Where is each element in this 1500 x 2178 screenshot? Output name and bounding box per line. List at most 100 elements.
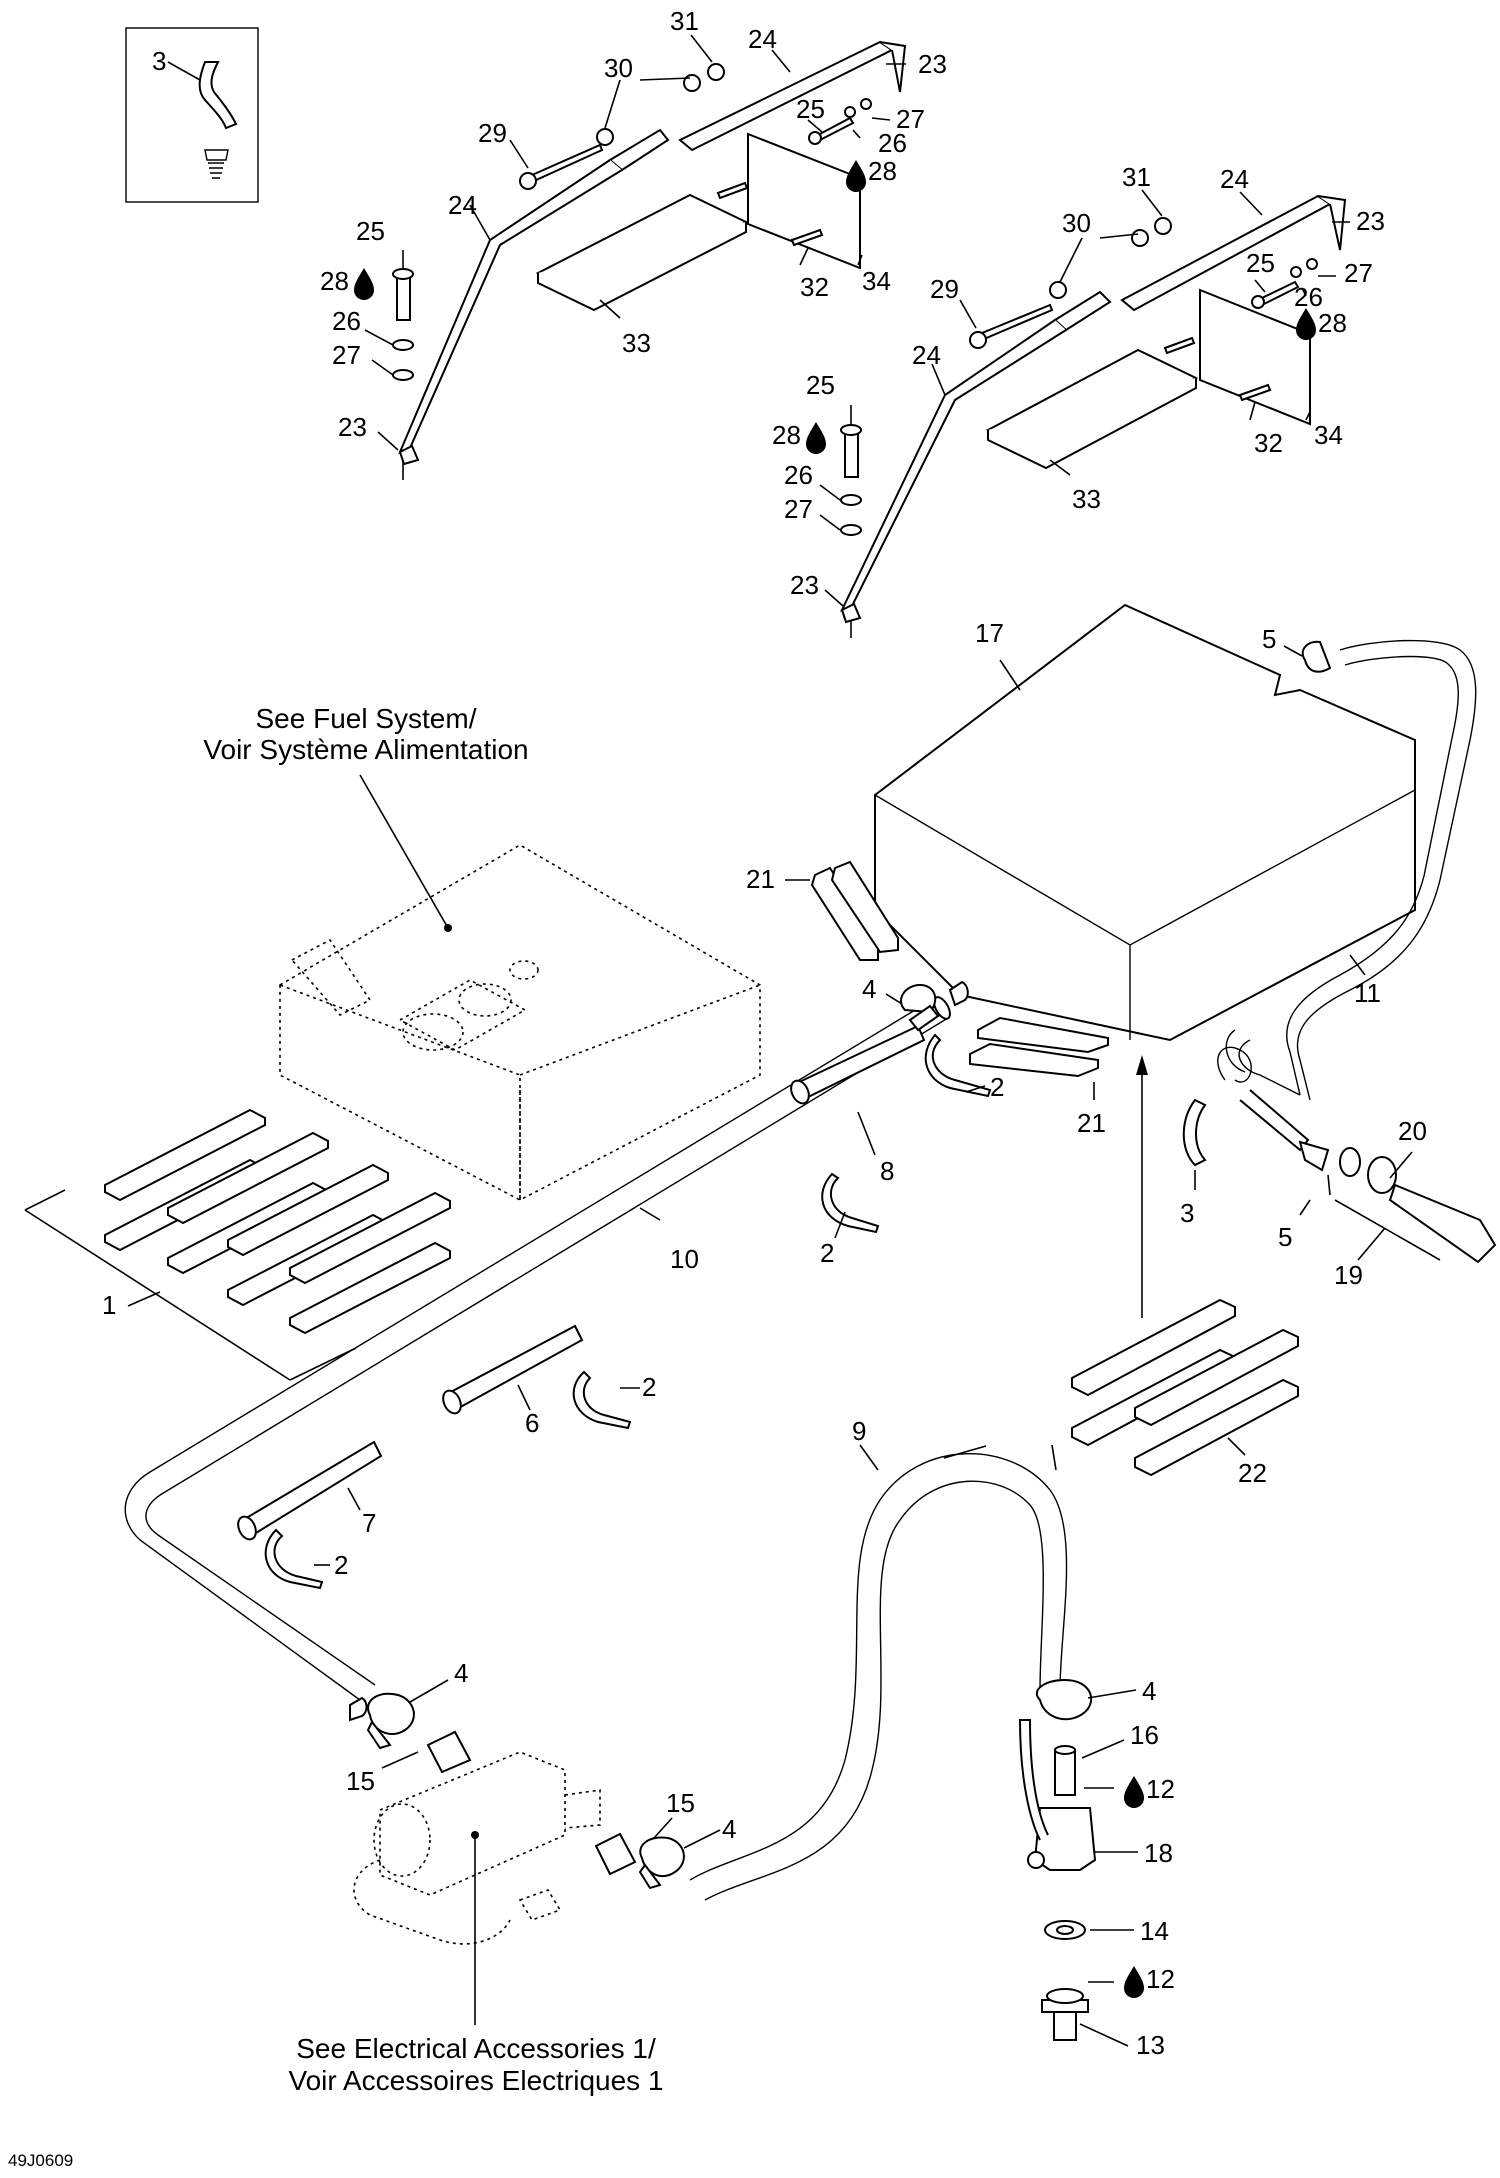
fitting-4-top: 4 bbox=[862, 974, 969, 1032]
label-32-b: 32 bbox=[1254, 428, 1283, 458]
label-30-a: 30 bbox=[604, 53, 633, 83]
label-21-b: 21 bbox=[1077, 1108, 1106, 1138]
label-2-b: 2 bbox=[820, 1238, 834, 1268]
drop-icon bbox=[354, 268, 374, 300]
label-23-c: 23 bbox=[1356, 206, 1385, 236]
hose-6: 6 bbox=[442, 1324, 584, 1438]
drop-icon bbox=[806, 422, 826, 454]
label-34-b: 34 bbox=[1314, 420, 1343, 450]
label-28-b: 28 bbox=[320, 266, 349, 296]
label-26-c: 26 bbox=[1294, 282, 1323, 312]
label-6: 6 bbox=[525, 1408, 539, 1438]
inset-box: 3 bbox=[125, 27, 259, 203]
label-14: 14 bbox=[1140, 1916, 1169, 1946]
drawing-code: 49J0609 bbox=[8, 2151, 73, 2170]
label-21-a: 21 bbox=[746, 864, 775, 894]
label-32-a: 32 bbox=[800, 272, 829, 302]
label-3: 3 bbox=[1180, 1198, 1194, 1228]
note-fuel-system-line2: Voir Système Alimentation bbox=[203, 734, 528, 765]
label-4-b: 4 bbox=[454, 1658, 468, 1688]
note-fuel-system-line1: See Fuel System/ bbox=[256, 703, 477, 734]
label-30-b: 30 bbox=[1062, 208, 1091, 238]
label-18: 18 bbox=[1144, 1838, 1173, 1868]
label-33-a: 33 bbox=[622, 328, 651, 358]
label-7: 7 bbox=[362, 1508, 376, 1538]
screw-icon bbox=[204, 149, 229, 179]
label-4-c: 4 bbox=[1142, 1676, 1156, 1706]
label-26-a: 26 bbox=[878, 128, 907, 158]
label-27-c: 27 bbox=[1344, 258, 1373, 288]
bracket-assembly-left: 31 24 23 30 25 27 26 29 28 24 25 28 26 2… bbox=[320, 6, 947, 480]
label-12-a: 12 bbox=[1146, 1774, 1175, 1804]
label-25-a: 25 bbox=[796, 94, 825, 124]
label-29-a: 29 bbox=[478, 118, 507, 148]
drop-icon bbox=[846, 160, 866, 192]
drop-icon bbox=[1124, 1776, 1144, 1808]
label-4-a: 4 bbox=[862, 974, 876, 1004]
bracket-assembly-right: 31 24 23 30 25 27 26 29 28 24 25 28 26 2… bbox=[772, 162, 1385, 638]
label-3-inset: 3 bbox=[152, 46, 166, 76]
clamps-2: 2 2 2 2 bbox=[264, 1033, 1004, 1590]
label-27-a: 27 bbox=[896, 104, 925, 134]
hose-10: 10 bbox=[124, 996, 951, 1701]
tank-17: 17 bbox=[874, 603, 1416, 1042]
label-2-c: 2 bbox=[642, 1372, 656, 1402]
label-23-d: 23 bbox=[790, 570, 819, 600]
filler-assembly: 5 20 19 3 bbox=[1180, 1046, 1497, 1290]
arrow-up bbox=[1136, 1055, 1148, 1318]
label-24-c: 24 bbox=[1220, 164, 1249, 194]
note-electrical-line1: See Electrical Accessories 1/ bbox=[296, 2033, 656, 2064]
drop-icon bbox=[1124, 1966, 1144, 1998]
label-9: 9 bbox=[852, 1416, 866, 1446]
label-1: 1 bbox=[102, 1290, 116, 1320]
hose-9: 9 bbox=[689, 1416, 1068, 1901]
label-27-d: 27 bbox=[784, 494, 813, 524]
hose-11: 11 bbox=[1225, 639, 1477, 1101]
label-24-b: 24 bbox=[448, 190, 477, 220]
lower-right-connectors: 15 4 bbox=[594, 1788, 736, 1890]
label-25-b: 25 bbox=[356, 216, 385, 246]
label-13: 13 bbox=[1136, 2030, 1165, 2060]
drop-icon bbox=[1296, 308, 1316, 340]
label-25-c: 25 bbox=[1246, 248, 1275, 278]
label-12-b: 12 bbox=[1146, 1964, 1175, 1994]
valve-stack: 4 16 12 18 14 12 13 bbox=[1018, 1676, 1175, 2060]
label-16: 16 bbox=[1130, 1720, 1159, 1750]
label-28-c: 28 bbox=[1318, 308, 1347, 338]
label-11: 11 bbox=[1354, 978, 1381, 1008]
label-15-b: 15 bbox=[666, 1788, 695, 1818]
label-4-d: 4 bbox=[722, 1814, 736, 1844]
label-5-b: 5 bbox=[1278, 1222, 1292, 1252]
label-2-d: 2 bbox=[334, 1550, 348, 1580]
label-28-a: 28 bbox=[868, 156, 897, 186]
label-34-a: 34 bbox=[862, 266, 891, 296]
label-28-d: 28 bbox=[772, 420, 801, 450]
hose-8: 8 bbox=[790, 1024, 926, 1186]
label-23-a: 23 bbox=[918, 49, 947, 79]
label-20: 20 bbox=[1398, 1116, 1427, 1146]
label-27-b: 27 bbox=[332, 340, 361, 370]
label-5-a: 5 bbox=[1262, 624, 1276, 654]
label-33-b: 33 bbox=[1072, 484, 1101, 514]
label-2-a: 2 bbox=[990, 1072, 1004, 1102]
label-19: 19 bbox=[1334, 1260, 1363, 1290]
label-29-b: 29 bbox=[930, 274, 959, 304]
label-17: 17 bbox=[975, 618, 1004, 648]
pads-21: 21 21 bbox=[746, 860, 1109, 1138]
lower-left-connectors: 4 15 bbox=[346, 1658, 472, 1796]
label-23-b: 23 bbox=[338, 412, 367, 442]
pad-stack-1: 1 bbox=[24, 1108, 451, 1381]
label-25-d: 25 bbox=[806, 370, 835, 400]
hose-7: 7 bbox=[237, 1440, 383, 1541]
label-26-b: 26 bbox=[332, 306, 361, 336]
label-8: 8 bbox=[880, 1156, 894, 1186]
label-15-a: 15 bbox=[346, 1766, 375, 1796]
fuel-tank-reference: See Fuel System/ Voir Système Alimentati… bbox=[203, 703, 761, 1201]
label-22: 22 bbox=[1238, 1458, 1267, 1488]
note-electrical-line2: Voir Accessoires Electriques 1 bbox=[288, 2065, 663, 2096]
label-24-d: 24 bbox=[912, 340, 941, 370]
pad-stack-22: 22 bbox=[1051, 1298, 1299, 1488]
label-31-b: 31 bbox=[1122, 162, 1151, 192]
fitting-5-top: 5 bbox=[1262, 624, 1332, 673]
